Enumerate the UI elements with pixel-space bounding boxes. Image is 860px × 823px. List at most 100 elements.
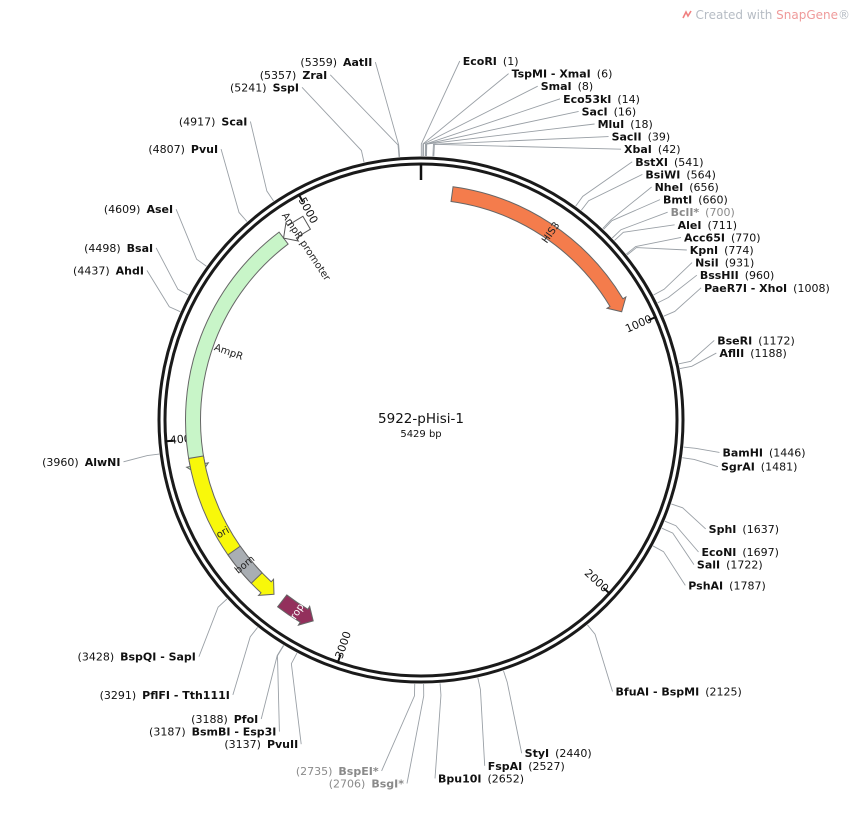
site-name: ScaI xyxy=(221,116,247,129)
site-name: PaeR7I - XhoI xyxy=(704,282,787,295)
site-label-saci[interactable]: SacI(16) xyxy=(582,105,637,118)
site-label-sgrai[interactable]: SgrAI(1481) xyxy=(721,461,797,474)
site-name: SalI xyxy=(697,559,720,572)
site-label-aflii[interactable]: AflII(1188) xyxy=(719,347,786,360)
site-label-smai[interactable]: SmaI(8) xyxy=(541,80,594,93)
site-label-alwni[interactable]: (3960)AlwNI xyxy=(42,456,120,469)
site-label-styi[interactable]: StyI (2440) xyxy=(525,747,592,760)
site-position: (14) xyxy=(617,93,640,106)
site-position: (4498) xyxy=(84,242,121,255)
backbone-outer-ring xyxy=(157,156,685,684)
site-position: (3187) xyxy=(149,726,186,739)
site-label-pvuii[interactable]: (3137)PvuII xyxy=(224,738,298,751)
tick-mark xyxy=(297,193,304,203)
site-leader-line xyxy=(683,446,720,453)
site-leader-line xyxy=(433,143,622,157)
site-name: PflFI - Tth111I xyxy=(142,689,230,702)
site-label-acc65i[interactable]: Acc65I (770) xyxy=(684,231,761,244)
site-label-eco53ki[interactable]: Eco53kI(14) xyxy=(563,93,640,106)
site-label-alei[interactable]: AleI(711) xyxy=(678,219,737,232)
site-name: BfuAI - BspMI xyxy=(616,686,700,699)
site-label-sali[interactable]: SalI (1722) xyxy=(697,559,763,572)
site-position: (2125) xyxy=(705,686,742,699)
site-position: (1481) xyxy=(761,461,798,474)
site-leader-line xyxy=(587,624,613,692)
site-label-bfuai-bspmi[interactable]: BfuAI - BspMI (2125) xyxy=(616,686,742,699)
site-label-bcli[interactable]: BclI*(700) xyxy=(671,206,735,219)
site-label-nsii[interactable]: NsiI(931) xyxy=(695,257,754,270)
site-label-bseri[interactable]: BseRI(1172) xyxy=(717,334,795,347)
site-label-bsmbi-esp3i[interactable]: (3187) BsmBI - Esp3I xyxy=(149,726,276,739)
site-position: (1787) xyxy=(729,579,766,592)
site-label-bspqi-sapi[interactable]: (3428)BspQI - SapI xyxy=(78,651,196,664)
site-position: (774) xyxy=(724,244,754,257)
site-name: PvuI xyxy=(191,143,218,156)
site-label-bamhi[interactable]: BamHI(1446) xyxy=(722,446,805,459)
site-name: SspI xyxy=(273,81,299,94)
site-leader-line xyxy=(301,87,365,163)
site-leader-line xyxy=(663,287,702,317)
site-name: PfoI xyxy=(234,713,259,726)
site-label-bsshii[interactable]: BssHII(960) xyxy=(700,269,774,282)
site-name: AhdI xyxy=(116,264,144,277)
site-position: (18) xyxy=(630,118,653,131)
site-label-sacii[interactable]: SacII(39) xyxy=(612,131,671,144)
site-leader-line xyxy=(434,683,442,779)
site-position: (2440) xyxy=(555,747,592,760)
site-label-bsgi[interactable]: (2706)BsgI* xyxy=(329,778,404,791)
site-label-fspai[interactable]: FspAI (2527) xyxy=(488,760,565,773)
site-leader-line xyxy=(432,136,609,157)
site-name: AlwNI xyxy=(85,456,121,469)
site-name: StyI xyxy=(525,747,549,760)
site-leader-line xyxy=(175,209,207,267)
tick-mark xyxy=(164,439,174,443)
site-label-scai[interactable]: (4917)ScaI xyxy=(179,116,248,129)
site-position: (770) xyxy=(731,231,761,244)
site-leader-line xyxy=(477,677,486,766)
site-leader-line xyxy=(678,340,715,365)
site-label-aatii[interactable]: (5359) AatII xyxy=(300,56,372,69)
site-position: (541) xyxy=(674,156,704,169)
site-label-ahdi[interactable]: (4437)AhdI xyxy=(73,264,144,277)
site-label-pfoi[interactable]: (3188)PfoI xyxy=(191,713,258,726)
site-label-sspi[interactable]: (5241)SspI xyxy=(230,81,299,94)
site-name: Acc65I xyxy=(684,231,725,244)
site-label-bsai[interactable]: (4498)BsaI xyxy=(84,242,153,255)
site-leader-line xyxy=(422,85,538,157)
site-label-tspmi-xmai[interactable]: TspMI - XmaI(6) xyxy=(512,68,613,81)
site-label-pshai[interactable]: PshAI(1787) xyxy=(688,579,765,592)
site-label-mlui[interactable]: MluI(18) xyxy=(598,118,653,131)
site-name: KpnI xyxy=(690,244,718,257)
site-position: (4807) xyxy=(148,143,185,156)
site-position: (1637) xyxy=(742,523,779,536)
site-label-pvui[interactable]: (4807) PvuI xyxy=(148,143,218,156)
site-label-bmti[interactable]: BmtI(660) xyxy=(663,194,728,207)
site-label-asei[interactable]: (4609)AseI xyxy=(104,203,173,216)
site-position: (5359) xyxy=(300,56,337,69)
site-name: FspAI xyxy=(488,760,523,773)
site-label-bsiwi[interactable]: BsiWI(564) xyxy=(645,168,716,181)
site-label-xbai[interactable]: XbaI(42) xyxy=(624,143,680,156)
site-leader-line xyxy=(290,652,302,745)
site-label-bspei[interactable]: (2735)BspEI* xyxy=(296,765,379,778)
site-label-pflfi-tth111i[interactable]: (3291)PflFI - Tth111I xyxy=(100,689,230,702)
feature-ori xyxy=(188,455,275,596)
site-label-bpu10i[interactable]: Bpu10I(2652) xyxy=(438,772,524,785)
site-label-kpni[interactable]: KpnI (774) xyxy=(690,244,754,257)
site-position: (1722) xyxy=(726,559,763,572)
site-name: AatII xyxy=(343,56,372,69)
site-leader-line xyxy=(277,645,285,732)
site-label-sphi[interactable]: SphI(1637) xyxy=(709,523,779,536)
site-label-zrai[interactable]: (5357)ZraI xyxy=(260,69,328,82)
site-label-nhei[interactable]: NheI(656) xyxy=(655,181,719,194)
site-label-bstxi[interactable]: BstXI(541) xyxy=(635,156,703,169)
site-label-paer7i-xhoi[interactable]: PaeR7I - XhoI(1008) xyxy=(704,282,830,295)
site-name: BsmBI - Esp3I xyxy=(192,726,277,739)
site-position: (2527) xyxy=(528,760,565,773)
site-leader-line xyxy=(657,274,698,304)
site-label-econi[interactable]: EcoNI(1697) xyxy=(702,546,779,559)
site-name: EcoRI xyxy=(463,55,497,68)
site-position: (6) xyxy=(597,68,613,81)
site-label-ecori[interactable]: EcoRI(1) xyxy=(463,55,519,68)
